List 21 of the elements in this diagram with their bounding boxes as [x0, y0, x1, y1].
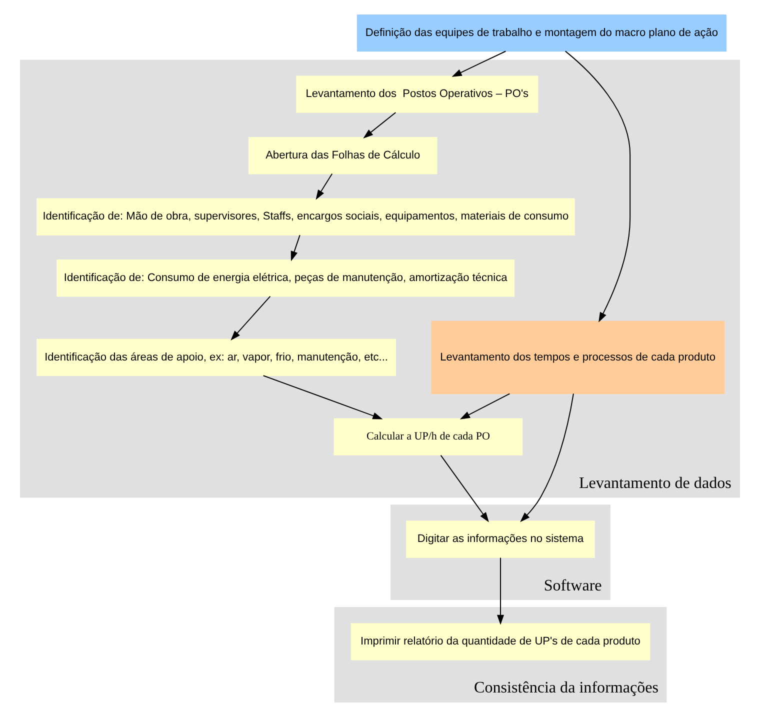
arrow: [363, 112, 396, 138]
arrow: [452, 50, 506, 76]
node-box: Imprimir relatório da quantidade de UP's de cada produto: [350, 622, 650, 660]
node-box: Levantamento dos Postos Operativos – PO's: [296, 75, 538, 112]
arrow: [263, 374, 383, 419]
arrow: [565, 50, 631, 322]
arrow: [316, 173, 333, 200]
arrow: [230, 295, 271, 340]
arrow: [497, 557, 504, 624]
node-box: Identificação de: Mão de obra, supervisores, Staffs, encargos sociais, equipamentos, materiais de consumo: [36, 198, 575, 235]
arrow: [460, 392, 510, 419]
node-box: Identificação de: Consumo de energia elétrica, peças de manutenção, amortização técnica: [56, 259, 515, 296]
arrow: [290, 234, 300, 261]
node-box: Digitar as informações no sistema: [406, 520, 595, 558]
node-box: Definição das equipes de trabalho e montagem do macro plano de ação: [356, 14, 726, 52]
arrow: [520, 393, 574, 522]
node-box: Calcular a UP/h de cada PO: [334, 418, 523, 455]
node-box: Abertura das Folhas de Cálculo: [248, 136, 438, 174]
arrow: [440, 454, 489, 522]
node-box: Identificação das áreas de apoio, ex: ar, vapor, frio, manutenção, etc...: [36, 338, 396, 376]
node-box: Levantamento dos tempos e processos de cada produto: [431, 320, 724, 394]
